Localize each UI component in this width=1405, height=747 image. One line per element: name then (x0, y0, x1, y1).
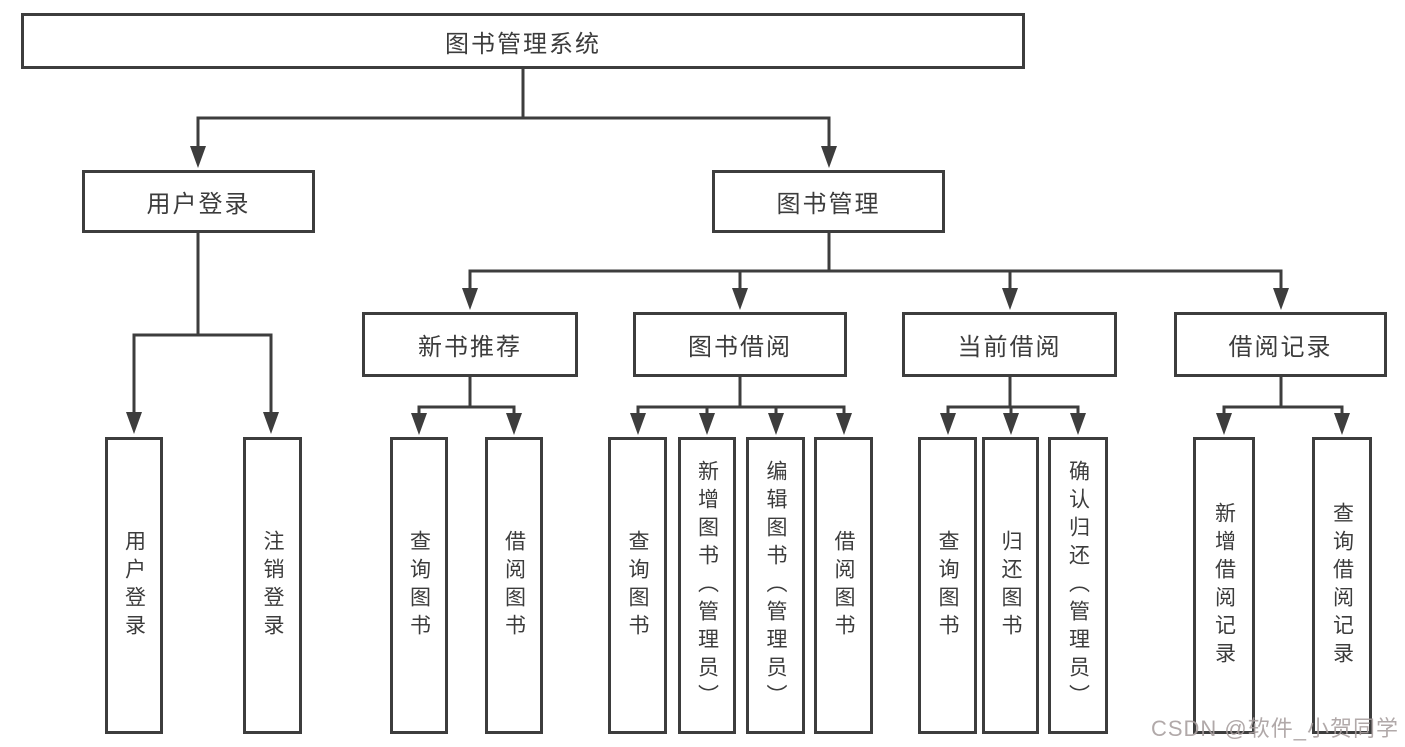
leaf-query-books-borrowing: 查询图书 (608, 437, 667, 734)
leaf-query-books-current: 查询图书 (918, 437, 977, 734)
leaf-edit-books-admin-label: 编辑图书（管理员） (764, 459, 787, 712)
node-borrowing-records-label: 借阅记录 (1228, 334, 1333, 361)
leaf-user-login-label: 用户登录 (122, 529, 146, 642)
leaf-edit-books-admin: 编辑图书（管理员） (746, 437, 805, 734)
node-new-book-recommendation-label: 新书推荐 (418, 334, 522, 361)
node-library-system-label: 图书管理系统 (445, 30, 601, 58)
leaf-return-books-label: 归还图书 (999, 529, 1022, 642)
leaf-return-books: 归还图书 (982, 437, 1039, 734)
leaf-query-borrow-record: 查询借阅记录 (1312, 437, 1372, 734)
node-library-system: 图书管理系统 (21, 13, 1025, 69)
leaf-add-borrow-record: 新增借阅记录 (1193, 437, 1255, 734)
node-new-book-recommendation: 新书推荐 (362, 312, 578, 377)
node-book-management-label: 图书管理 (776, 191, 881, 218)
leaf-borrow-books-recommend: 借阅图书 (485, 437, 543, 734)
leaf-query-books-current-label: 查询图书 (936, 529, 959, 642)
node-user-login-label: 用户登录 (146, 191, 251, 218)
leaf-add-books-admin: 新增图书（管理员） (678, 437, 736, 734)
leaf-query-books-recommend-label: 查询图书 (407, 529, 431, 642)
leaf-confirm-return-admin: 确认归还（管理员） (1048, 437, 1108, 734)
leaf-confirm-return-admin-label: 确认归还（管理员） (1066, 459, 1090, 712)
node-current-borrowing-label: 当前借阅 (957, 334, 1062, 361)
leaf-query-borrow-record-label: 查询借阅记录 (1330, 501, 1354, 670)
node-current-borrowing: 当前借阅 (902, 312, 1117, 377)
leaf-query-books-borrowing-label: 查询图书 (626, 529, 649, 642)
node-book-management: 图书管理 (712, 170, 945, 233)
leaf-borrow-books-label: 借阅图书 (832, 529, 855, 642)
leaf-query-books-recommend: 查询图书 (390, 437, 448, 734)
leaf-logout-login: 注销登录 (243, 437, 302, 734)
node-book-borrowing-label: 图书借阅 (688, 334, 792, 361)
node-book-borrowing: 图书借阅 (633, 312, 847, 377)
node-user-login: 用户登录 (82, 170, 315, 233)
node-borrowing-records: 借阅记录 (1174, 312, 1387, 377)
leaf-add-borrow-record-label: 新增借阅记录 (1212, 501, 1236, 670)
leaf-logout-login-label: 注销登录 (261, 529, 284, 642)
leaf-user-login: 用户登录 (105, 437, 163, 734)
leaf-borrow-books: 借阅图书 (814, 437, 873, 734)
leaf-borrow-books-recommend-label: 借阅图书 (502, 529, 526, 642)
leaf-add-books-admin-label: 新增图书（管理员） (695, 459, 719, 712)
